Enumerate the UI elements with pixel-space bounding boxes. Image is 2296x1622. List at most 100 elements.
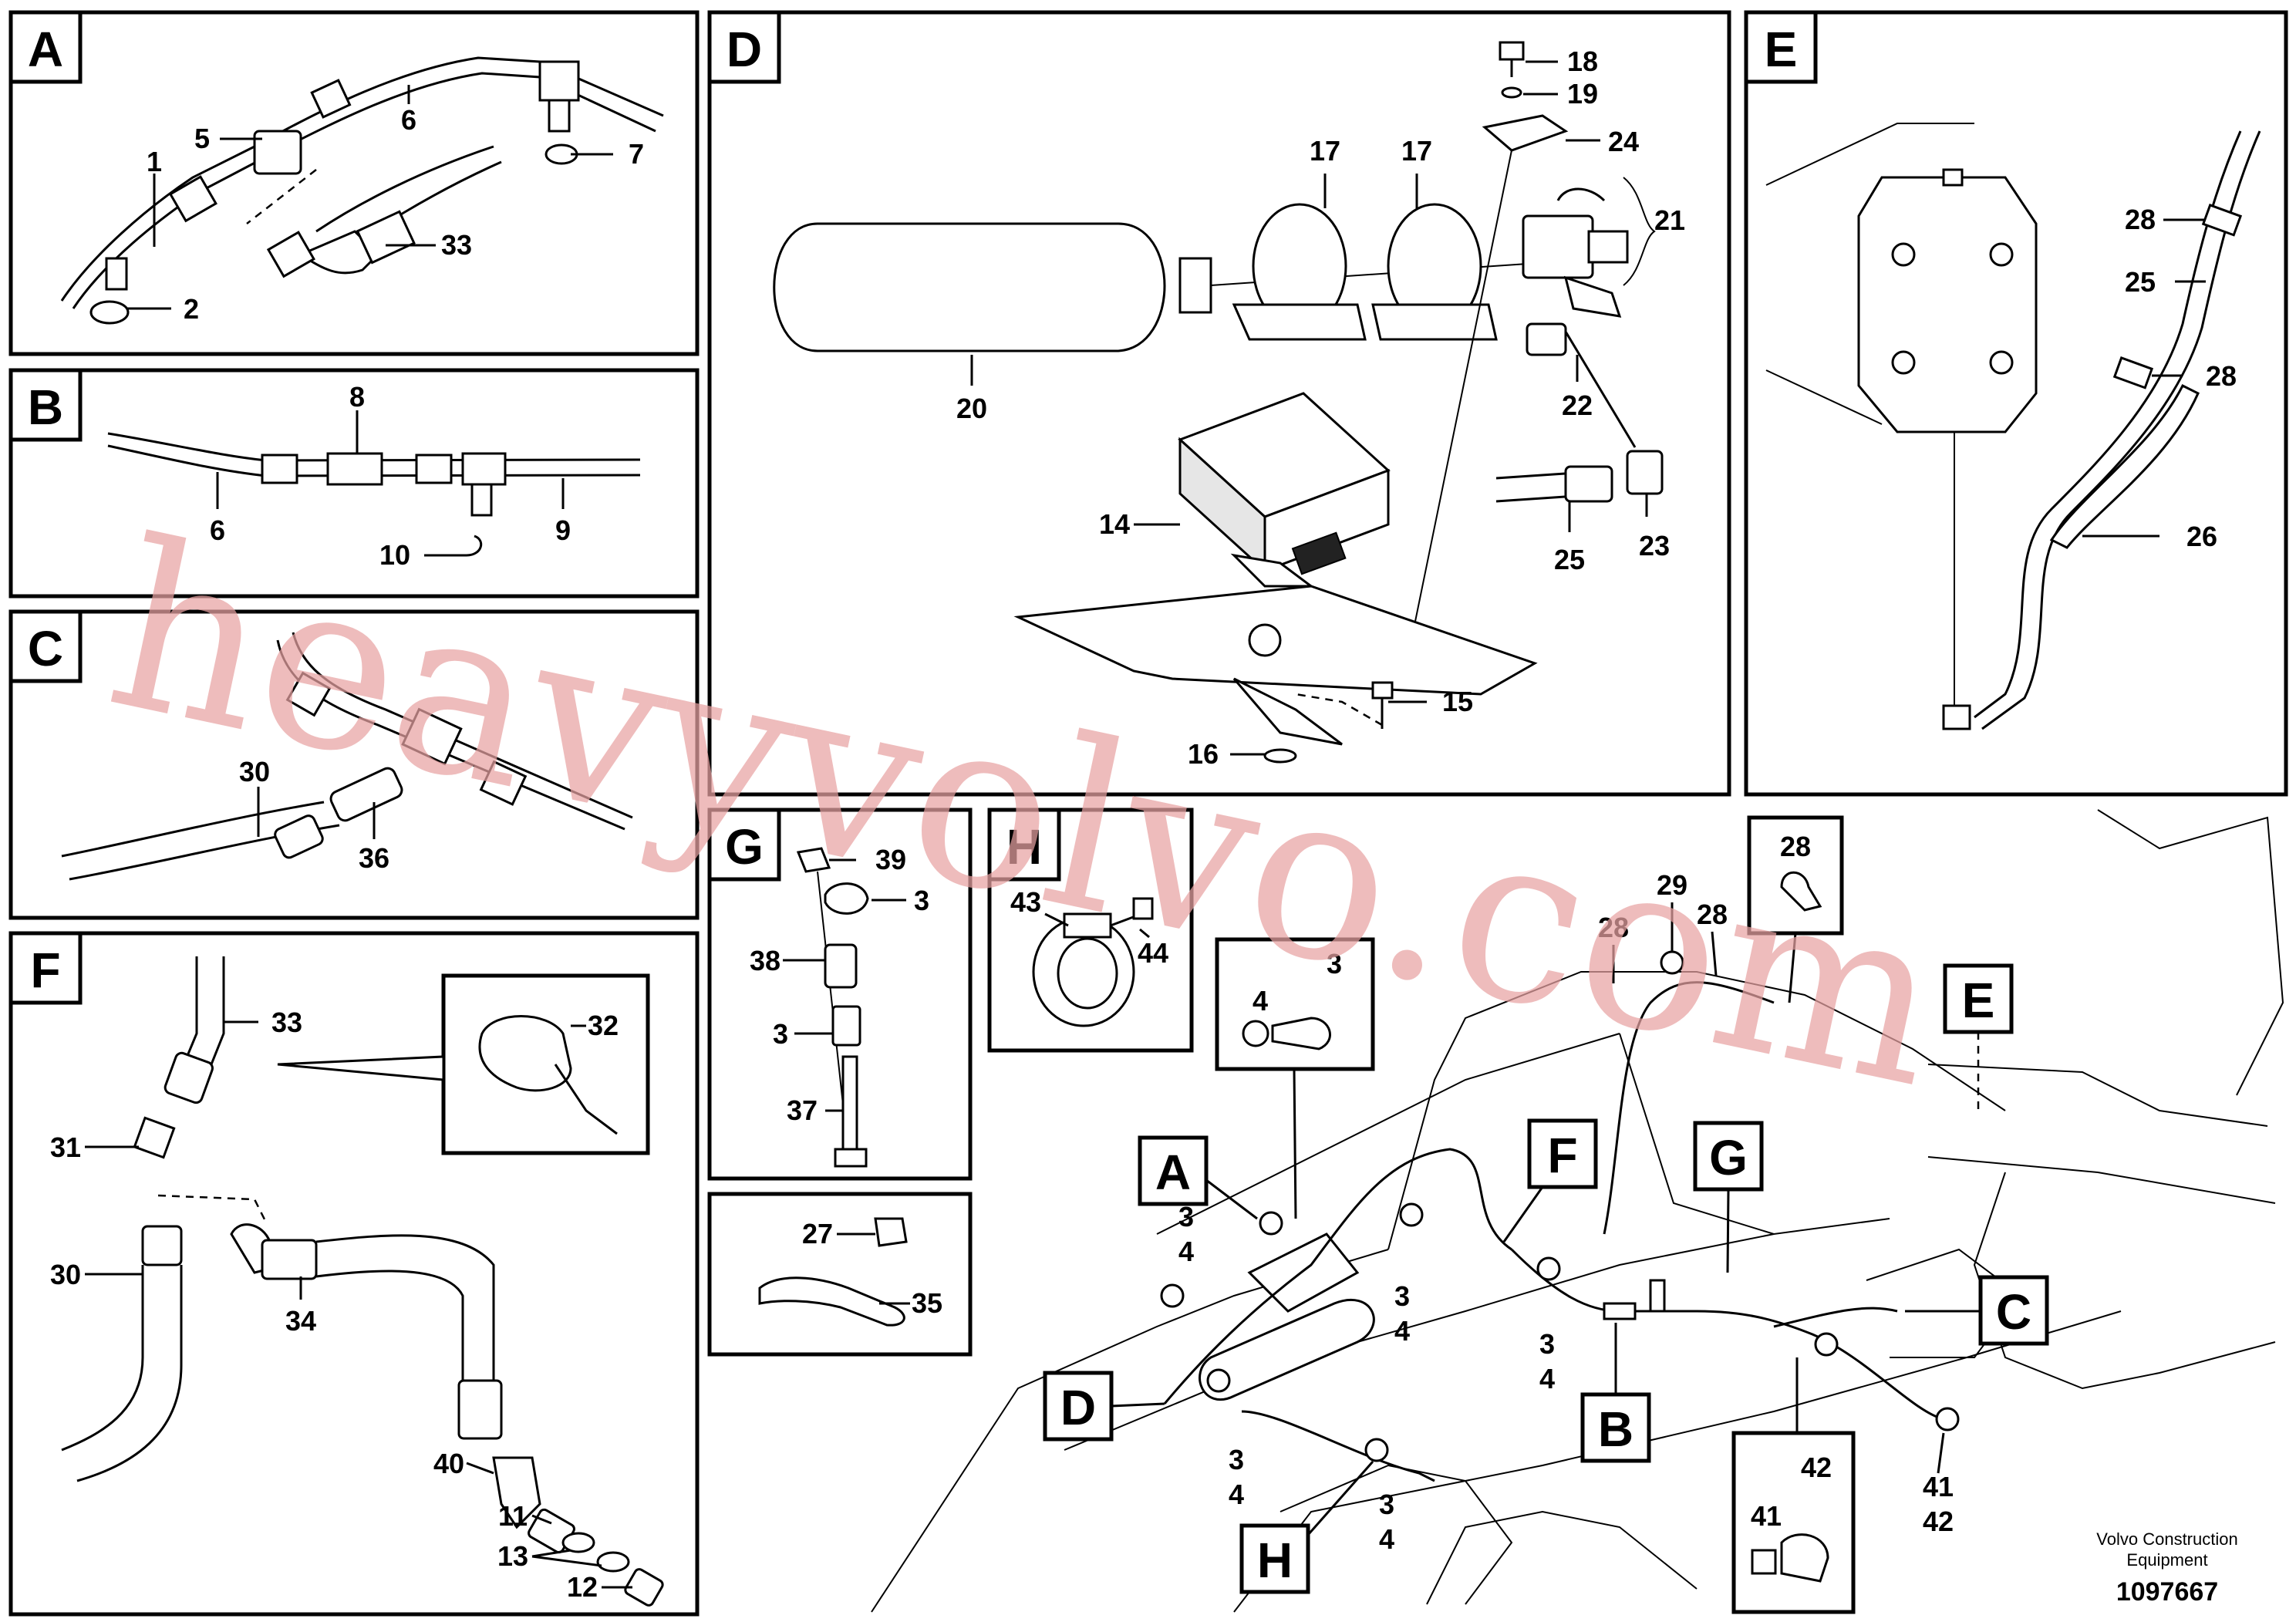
ov-label-28-b: 28 (1697, 899, 1728, 930)
tag-overview-a-label: A (1155, 1145, 1191, 1200)
fitting-7 (548, 99, 571, 133)
callout-33: 33 (441, 229, 472, 261)
washer-16 (1263, 748, 1297, 764)
callout-7: 7 (629, 138, 644, 170)
pointer-detail-28 (1788, 932, 1797, 1003)
tube-b-lower (107, 444, 641, 477)
tag-overview-h (1239, 1523, 1310, 1594)
ov-label-3-d: 3 (1229, 1444, 1244, 1475)
panel-a-tag (8, 10, 83, 84)
valve-21-pipe (1556, 187, 1606, 202)
panel-f-tag-label: F (30, 943, 60, 998)
panel-a-tag-label: A (28, 22, 63, 77)
plate-plug (1942, 168, 1964, 187)
sleeve-33-f (164, 1051, 214, 1104)
callout-6: 6 (401, 104, 416, 136)
tee-5 (253, 130, 302, 175)
clamp-ov-4 (1399, 1202, 1424, 1227)
tube-33-a (315, 145, 494, 233)
callout-36: 36 (359, 842, 389, 874)
watermark: heavyvolvo.com (90, 490, 1963, 1139)
plate-bolt-3 (1891, 350, 1916, 375)
ov-label-29: 29 (1657, 869, 1687, 901)
hose-34-b (315, 1270, 464, 1388)
dashed-screw-15 (1295, 693, 1383, 727)
nut-b-right (415, 454, 453, 484)
tube-b-upper (107, 432, 641, 462)
union-8 (326, 452, 383, 486)
cylinder-bottom-edge (1765, 369, 1883, 425)
callout-10: 10 (379, 539, 410, 571)
callout-30c: 30 (239, 756, 270, 787)
clamp-ov-5 (1536, 1256, 1561, 1281)
panel-a: A 1 2 5 6 7 33 (8, 10, 700, 356)
callout-34: 34 (285, 1305, 316, 1337)
harness-up (1603, 981, 1775, 1235)
tag-overview-b-label: B (1598, 1401, 1633, 1457)
grommet-24 (1482, 114, 1569, 152)
bottom-plate (1426, 1510, 1698, 1605)
box-14-front (1263, 468, 1390, 573)
callout-19: 19 (1567, 78, 1598, 110)
clamp-17-right-base (1371, 303, 1498, 341)
panel-h-tag (987, 808, 1061, 882)
callout-17a: 17 (1310, 135, 1340, 167)
hose-25-e-a (1974, 130, 2242, 719)
valve-21-outlet (1563, 275, 1622, 318)
clip-28-lower (2112, 356, 2154, 389)
tee-7 (538, 60, 580, 102)
callout-31: 31 (50, 1131, 81, 1163)
leader-44 (1139, 928, 1150, 939)
leader-10 (424, 534, 483, 557)
nut-39 (796, 847, 831, 873)
harness-main (1163, 1148, 1512, 1404)
callout-12: 12 (567, 1571, 598, 1603)
tube-c-upper (292, 632, 633, 819)
inset-32-pointer (277, 1055, 445, 1081)
callout-25e: 25 (2125, 266, 2156, 298)
nut-6 (310, 79, 352, 119)
seal-13-b (596, 1551, 630, 1573)
panel-c-tag (8, 609, 83, 683)
dashed-connection-f (157, 1194, 268, 1223)
cylinder-top-edge (1765, 123, 1974, 186)
fitting-e (1942, 704, 1971, 730)
callout-37: 37 (787, 1094, 818, 1126)
tag-overview-b (1580, 1392, 1651, 1463)
panel-f-tag (8, 931, 83, 1005)
ov-label-4-c: 4 (1539, 1363, 1555, 1394)
ov-label-4-a: 4 (1178, 1236, 1194, 1267)
callout-32: 32 (588, 1010, 619, 1041)
deck-top (1927, 1064, 2268, 1127)
detail-4142-left: 41 (1751, 1500, 1782, 1532)
leader-40 (466, 1462, 494, 1475)
panel-c: C 30 36 (8, 609, 700, 920)
panel-g-frame (707, 808, 973, 1181)
bolt-18-head (1499, 41, 1525, 61)
ov-label-4-b: 4 (1394, 1315, 1410, 1347)
detail-34-bolt (1242, 1020, 1269, 1047)
callout-3-g: 3 (773, 1018, 788, 1050)
ov-label-4-d: 4 (1229, 1479, 1244, 1510)
hose-30-f-a (61, 1265, 144, 1452)
panel-d: D (707, 10, 1731, 797)
tee-b (461, 452, 507, 486)
inset-32-frame (441, 973, 650, 1155)
panel-b: B 8 6 9 10 (8, 368, 700, 599)
fitting-c-right (479, 760, 528, 806)
tag-overview-e (1943, 963, 2014, 1034)
washer-19 (1501, 86, 1522, 99)
fitting-2 (105, 257, 128, 291)
callout-38: 38 (750, 945, 781, 976)
callout-13: 13 (497, 1540, 528, 1572)
detail-4142-clip (1780, 1533, 1829, 1583)
assembly-line-18 (1411, 150, 1512, 641)
tank-overview (1199, 1298, 1375, 1401)
clamp-ov-6 (1814, 1332, 1839, 1357)
clamp-ov-3 (1206, 1368, 1231, 1393)
clamp-43-inner (1057, 937, 1118, 1010)
panel-g-tag-label: G (725, 819, 764, 875)
tube-30-a (61, 801, 325, 858)
box-overview (1247, 1233, 1360, 1313)
